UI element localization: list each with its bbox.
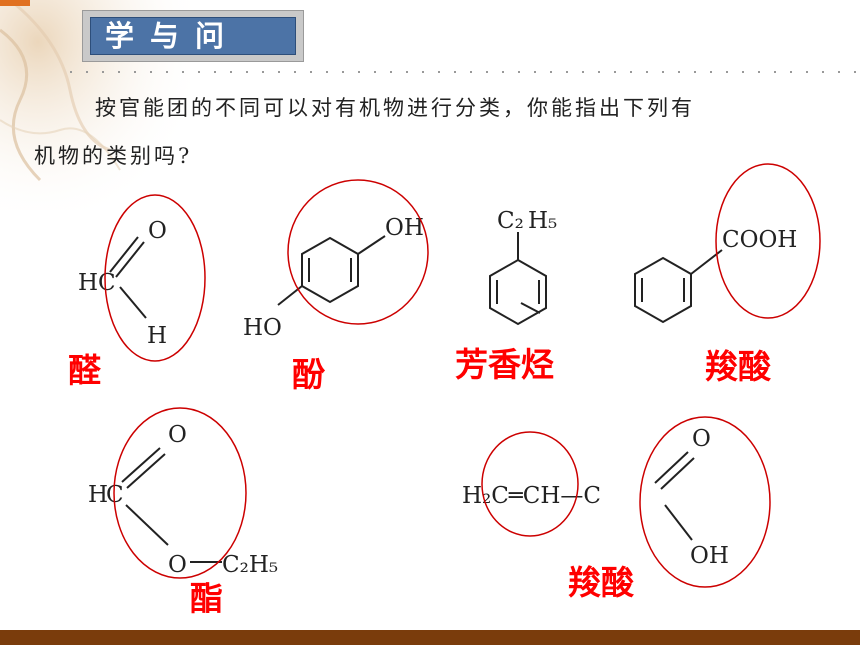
page-title: 学与问 xyxy=(90,17,296,55)
molecule-ethylbenzene xyxy=(489,232,547,326)
label-aromatic-hydrocarbon: 芳香烃 xyxy=(455,345,554,384)
bottom-bar xyxy=(0,630,860,645)
atom-c2: C₂ xyxy=(497,208,524,234)
highlight-circle xyxy=(639,416,771,588)
label-ester: 酯 xyxy=(190,579,223,618)
atom-o: O xyxy=(692,426,711,452)
atom-h-left: H xyxy=(78,270,98,296)
question-line-2: 机物的类别吗? xyxy=(34,144,193,168)
atom-o-top: O xyxy=(168,422,187,448)
atom-cooh: COOH xyxy=(722,227,797,253)
atom-h: H xyxy=(88,482,108,508)
molecule-acrylic-acid xyxy=(654,451,695,541)
atom-o: O xyxy=(148,218,167,244)
atom-c2h5: C₂H₅ xyxy=(222,552,278,578)
molecule-phenol xyxy=(277,235,386,306)
atom-h-bottom: H xyxy=(147,323,167,349)
highlight-circle xyxy=(715,163,821,319)
highlight-circle xyxy=(113,407,247,579)
atom-h5: H₅ xyxy=(528,208,557,234)
label-aldehyde: 醛 xyxy=(68,351,101,390)
atom-o-bottom: O xyxy=(168,552,187,578)
molecule-formaldehyde xyxy=(109,236,147,319)
highlight-circle xyxy=(287,179,429,325)
atom-c: C xyxy=(106,482,124,508)
molecule-ethyl-formate xyxy=(121,447,222,563)
atom-oh: OH xyxy=(385,215,424,241)
label-phenol: 酚 xyxy=(292,355,325,394)
highlight-circle xyxy=(104,194,206,362)
title-banner: 学与问 xyxy=(82,10,304,62)
structures-canvas: O H C H OH HO C₂ H₅ COOH O H C O C₂ xyxy=(78,163,821,588)
label-carboxylic-acid-2: 羧酸 xyxy=(568,563,634,602)
label-carboxylic-acid: 羧酸 xyxy=(705,347,771,386)
atom-oh: OH xyxy=(690,543,729,569)
question-line-1: 按官能团的不同可以对有机物进行分类，你能指出下列有 xyxy=(95,96,695,120)
atom-ho: HO xyxy=(243,315,282,341)
atom-c: C xyxy=(98,270,116,296)
highlight-circle xyxy=(481,431,579,537)
molecule-benzoic-acid xyxy=(634,249,723,324)
